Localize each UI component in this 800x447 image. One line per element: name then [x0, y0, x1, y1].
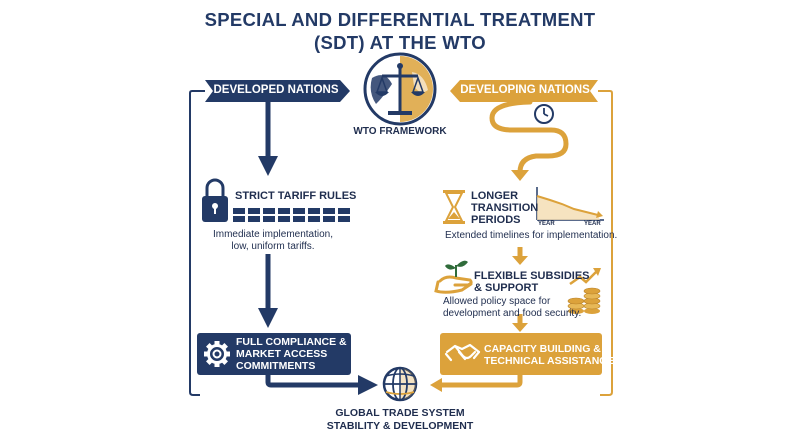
chart-axis-label-right: YEAR: [584, 221, 601, 227]
transition-line-1: LONGER: [471, 190, 519, 202]
subsidies-desc-line-2: development and food security.: [443, 308, 582, 319]
tariff-bars: [233, 208, 350, 222]
developed-banner: [205, 80, 350, 102]
developing-arrow-head-1: [511, 170, 529, 181]
developing-arrow-to-globe: [440, 375, 523, 388]
developing-winding-path: [489, 99, 569, 175]
title-line-2: (SDT) AT THE WTO: [314, 32, 486, 53]
developed-arrow-to-globe: [265, 375, 378, 395]
developing-arrow-head-4: [430, 378, 442, 392]
developing-arrow-head-2: [512, 256, 528, 265]
compliance-line-2: MARKET ACCESS: [236, 348, 328, 360]
declining-chart-icon: [536, 187, 604, 221]
developing-banner: [450, 80, 598, 102]
developing-frame-line: [598, 90, 613, 396]
transition-line-3: PERIODS: [471, 214, 521, 226]
compliance-line-3: COMMITMENTS: [236, 360, 316, 372]
developed-banner-label: DEVELOPED NATIONS: [213, 84, 339, 96]
global-line-2: STABILITY & DEVELOPMENT: [326, 420, 474, 432]
chart-axis-label-left: YEAR: [538, 221, 555, 227]
compliance-box: [197, 333, 351, 375]
subsidies-line-1: FLEXIBLE SUBSIDIES: [474, 270, 590, 282]
tariff-desc-line-1: Immediate implementation,: [212, 229, 334, 240]
globe-icon: [382, 366, 418, 402]
transition-desc: Extended timelines for implementation.: [445, 230, 618, 241]
padlock-icon: [202, 178, 228, 222]
capacity-line-2: TECHNICAL ASSISTANCE: [484, 355, 614, 367]
title-line-1: SPECIAL AND DIFFERENTIAL TREATMENT: [204, 9, 596, 30]
developing-banner-label: DEVELOPING NATIONS: [460, 84, 590, 96]
subsidies-line-2: & SUPPORT: [474, 282, 539, 294]
developed-frame-line: [189, 90, 205, 396]
capacity-line-1: CAPACITY BUILDING &: [484, 343, 601, 355]
capacity-box: [440, 333, 602, 375]
global-line-1: GLOBAL TRADE SYSTEM: [335, 407, 465, 419]
developing-arrow-head-3: [512, 323, 528, 332]
hand-seedling-icon: [434, 260, 473, 294]
clock-icon: [534, 104, 554, 124]
handshake-icon: [444, 343, 481, 362]
framework-label: WTO FRAMEWORK: [353, 126, 447, 137]
tariff-title: STRICT TARIFF RULES: [235, 190, 357, 202]
coins-growth-icon: [567, 268, 601, 314]
compliance-line-1: FULL COMPLIANCE &: [236, 336, 347, 348]
subsidies-desc-line-1: Allowed policy space for: [443, 296, 551, 307]
gear-icon: [204, 341, 230, 367]
tariff-desc-line-2: low, uniform tariffs.: [231, 241, 315, 252]
transition-line-2: TRANSITION: [471, 202, 539, 214]
hourglass-icon: [443, 190, 465, 224]
scales-globe-icon: [363, 52, 437, 126]
